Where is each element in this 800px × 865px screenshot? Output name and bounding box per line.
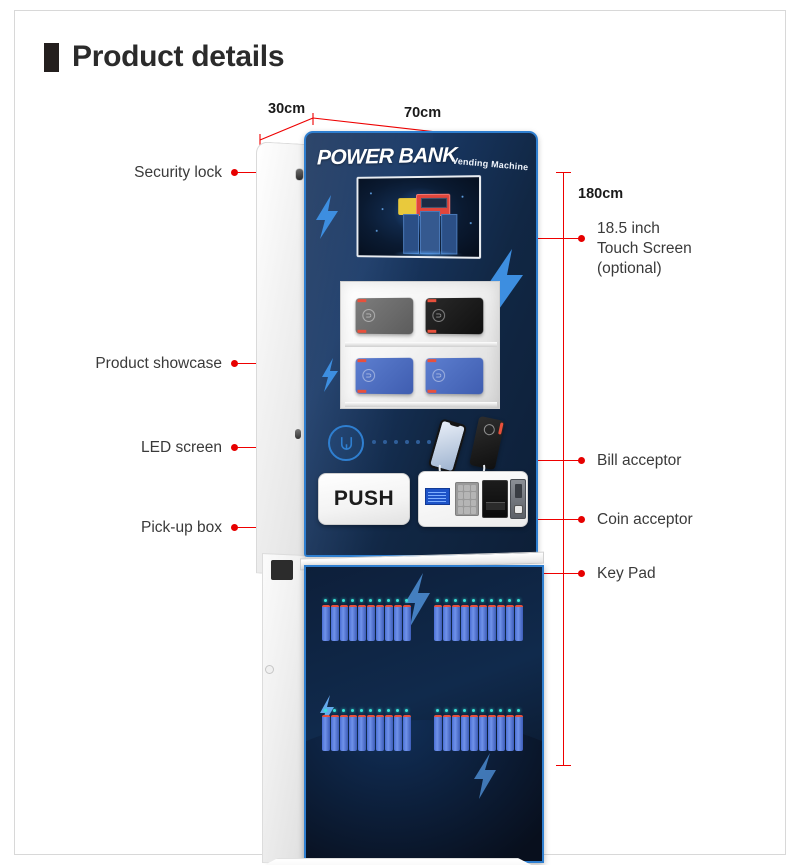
machine-lower-cabinet — [304, 565, 544, 863]
brand-name: POWER BANK — [316, 143, 458, 170]
dimension-depth-label: 30cm — [268, 101, 306, 117]
screen-cabinet-left — [403, 213, 419, 255]
callout-label-touch-screen: 18.5 inch Touch Screen (optional) — [597, 220, 692, 277]
coin-return-icon[interactable] — [514, 505, 523, 514]
showcase-product-bottom-left: ⊃ — [355, 357, 414, 395]
callout-dot-bill-acceptor — [578, 457, 585, 464]
side-knob-icon — [265, 665, 274, 674]
lightning-bolt-icon-cabinet-bottom — [472, 753, 498, 799]
dimension-height-label: 180cm — [578, 186, 624, 202]
callout-line-coin-acceptor — [520, 519, 581, 520]
callout-label-pick-up-box: Pick-up box — [141, 519, 222, 536]
floating-power-bank-illustration — [469, 415, 505, 471]
callout-line-touch-screen — [497, 238, 581, 239]
machine-side-panel-lower — [262, 553, 306, 865]
showcase-product-top-left: ⊃ — [355, 297, 414, 335]
slot-group-top-right — [434, 599, 523, 641]
side-vent — [271, 560, 293, 580]
showcase-shelf-bottom — [345, 402, 497, 407]
led-screen-badge-icon — [328, 425, 364, 461]
key-1[interactable] — [457, 484, 464, 491]
payment-panel — [418, 471, 528, 527]
brand-subtitle: Vending Machine — [451, 155, 529, 173]
callout-label-led-screen: LED screen — [141, 439, 222, 456]
callout-label-product-showcase: Product showcase — [95, 355, 222, 372]
lightning-bolt-icon-left — [314, 195, 340, 239]
key-0[interactable] — [464, 507, 470, 514]
slot-led-row — [434, 709, 523, 712]
page-title-text: Product details — [72, 40, 285, 73]
slot-led-row — [322, 599, 411, 602]
product-logo-icon: ⊃ — [432, 369, 446, 382]
callout-dot-touch-screen — [578, 235, 585, 242]
led-indicator-dots — [372, 440, 431, 444]
vending-machine-illustration: POWER BANK Vending Machine — [238, 125, 558, 865]
slot-group-top-left — [322, 599, 411, 641]
screen-cabinet-right — [441, 213, 458, 255]
dimension-width-label: 70cm — [404, 105, 442, 121]
callout-label-coin-acceptor: Coin acceptor — [597, 511, 693, 528]
callout-dot-key-pad — [578, 570, 585, 577]
key-8[interactable] — [464, 499, 470, 506]
key-7[interactable] — [457, 499, 464, 506]
dimension-height-tick-bottom — [556, 765, 571, 766]
callout-label-security-lock: Security lock — [134, 164, 222, 181]
lcd-display — [425, 488, 450, 505]
key-star[interactable] — [457, 507, 464, 514]
slot-battery-row — [322, 715, 411, 751]
lightning-bolt-icon-mid — [320, 358, 340, 392]
dimension-height-line — [563, 172, 564, 766]
callout-label-bill-acceptor: Bill acceptor — [597, 452, 682, 469]
product-logo-icon: ⊃ — [432, 309, 446, 322]
key-4[interactable] — [457, 492, 464, 499]
slot-group-bottom-left — [322, 709, 411, 751]
slot-battery-row — [434, 715, 523, 751]
machine-side-panel-upper — [256, 141, 306, 576]
dimension-height-tick-top — [556, 172, 571, 173]
slot-battery-row — [322, 605, 411, 641]
showcase-product-bottom-right: ⊃ — [425, 357, 484, 395]
key-3[interactable] — [470, 484, 477, 491]
callout-dot-security-lock — [231, 169, 238, 176]
bill-acceptor[interactable] — [482, 480, 508, 518]
key-pad[interactable] — [455, 482, 479, 516]
slot-group-bottom-right — [434, 709, 523, 751]
coin-slot-icon[interactable] — [515, 484, 522, 498]
product-showcase: ⊃ ⊃ ⊃ ⊃ — [340, 281, 500, 409]
callout-dot-pick-up-box — [231, 524, 238, 531]
touch-screen[interactable] — [356, 175, 482, 259]
slot-led-row — [434, 599, 523, 602]
key-9[interactable] — [470, 499, 477, 506]
slot-battery-row — [434, 605, 523, 641]
product-logo-icon: ⊃ — [362, 309, 376, 322]
showcase-product-top-right: ⊃ — [425, 297, 484, 335]
key-hash[interactable] — [470, 507, 477, 514]
coin-acceptor[interactable] — [510, 479, 526, 519]
push-door-label: PUSH — [333, 487, 395, 510]
slot-led-row — [322, 709, 411, 712]
key-6[interactable] — [470, 492, 477, 499]
callout-dot-coin-acceptor — [578, 516, 585, 523]
screen-cabinet-mid — [419, 210, 441, 255]
product-logo-icon: ⊃ — [362, 369, 376, 382]
security-lock-lower-icon[interactable] — [295, 429, 301, 439]
security-lock-icon[interactable] — [296, 169, 303, 180]
lightning-bolt-icon-cabinet-left — [318, 695, 336, 727]
screen-base-glow — [393, 249, 464, 259]
lightning-bolt-icon-right — [482, 249, 526, 319]
key-5[interactable] — [464, 492, 470, 499]
lightning-bolt-icon-cabinet-top — [402, 573, 432, 627]
key-2[interactable] — [464, 484, 470, 491]
showcase-shelf-middle — [345, 342, 497, 347]
machine-base-top — [240, 858, 556, 865]
product-logo-icon — [482, 423, 496, 437]
title-bullet-icon — [44, 42, 59, 72]
machine-upper-front: POWER BANK Vending Machine — [304, 131, 538, 557]
callout-dot-led-screen — [231, 444, 238, 451]
page-title: Product details — [44, 40, 285, 74]
callout-label-key-pad: Key Pad — [597, 565, 656, 582]
callout-dot-product-showcase — [231, 360, 238, 367]
pick-up-box-door[interactable]: PUSH — [318, 473, 410, 525]
